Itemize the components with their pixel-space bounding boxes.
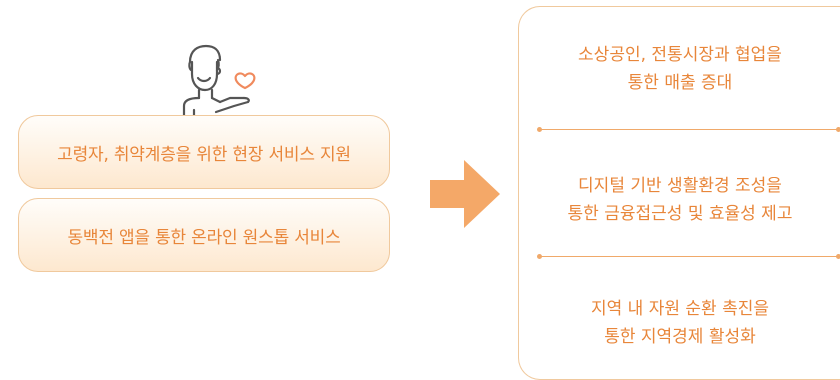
outcome-sales-increase: 소상공인, 전통시장과 협업을 통한 매출 증대	[519, 41, 840, 97]
service-pill-online-onestop: 동백전 앱을 통한 온라인 원스톱 서비스	[18, 198, 390, 272]
service-label: 고령자, 취약계층을 위한 현장 서비스 지원	[57, 144, 351, 165]
heart-icon	[234, 72, 256, 90]
outcome-line: 통한 금융접근성 및 효율성 제고	[567, 204, 793, 224]
arrow-right-icon	[430, 160, 500, 228]
outcome-line: 통한 지역경제 활성화	[604, 327, 756, 347]
outcome-local-economy: 지역 내 자원 순환 촉진을 통한 지역경제 활성화	[519, 295, 840, 351]
outcome-line: 통한 매출 증대	[627, 73, 733, 93]
outcome-line: 지역 내 자원 순환 촉진을	[590, 299, 769, 319]
divider	[537, 254, 840, 259]
outcomes-panel: 소상공인, 전통시장과 협업을 통한 매출 증대 디지털 기반 생활환경 조성을…	[518, 6, 840, 380]
service-pill-field-support: 고령자, 취약계층을 위한 현장 서비스 지원	[18, 115, 390, 189]
outcome-financial-access: 디지털 기반 생활환경 조성을 통한 금융접근성 및 효율성 제고	[519, 172, 840, 228]
divider	[537, 127, 840, 132]
outcome-line: 디지털 기반 생활환경 조성을	[578, 176, 782, 196]
service-label: 동백전 앱을 통한 온라인 원스톱 서비스	[67, 227, 341, 248]
outcome-line: 소상공인, 전통시장과 협업을	[578, 45, 782, 65]
person-offering-heart-icon	[182, 44, 256, 120]
